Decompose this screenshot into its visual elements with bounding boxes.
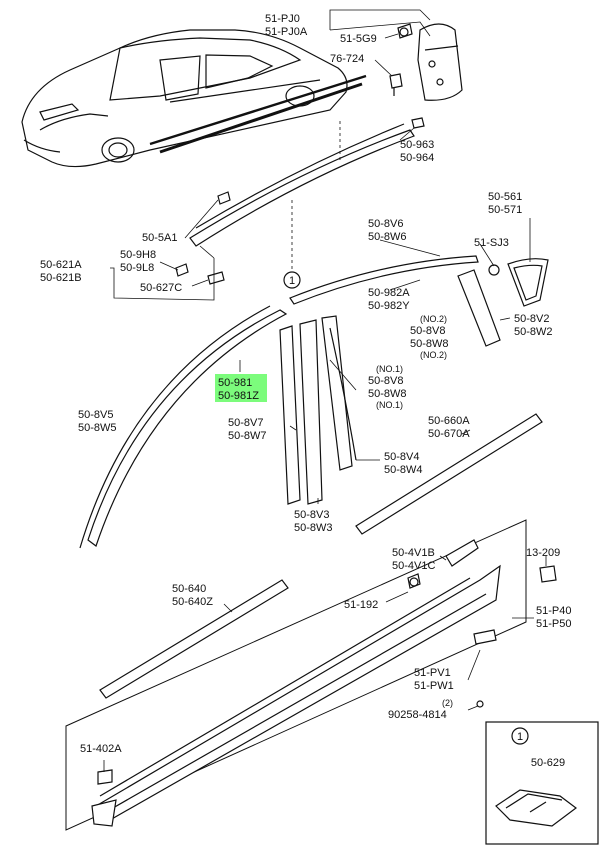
callout-label: (2) [442, 698, 453, 708]
callout-label: 50-8W3 [294, 522, 333, 534]
callout-label: 50-8V7 [228, 417, 263, 429]
ref-marker-label: 1 [289, 275, 295, 287]
callout-label: 50-8V8 [368, 375, 403, 387]
callout-label: (NO.1) [376, 400, 403, 410]
callout-label: 51-SJ3 [474, 237, 509, 249]
callout-label: 50-982A [368, 287, 410, 299]
callout-label: 51-PV1 [414, 667, 451, 679]
callout-label: 50-561 [488, 191, 522, 203]
callout-label: 50-8V2 [514, 313, 549, 325]
callout-label: 50-982Y [368, 300, 410, 312]
callout-label: 50-8W2 [514, 326, 553, 338]
callout-label: 50-8V3 [294, 509, 329, 521]
callout-label: 50-8W4 [384, 464, 423, 476]
highlight-box [215, 374, 267, 402]
callout-label: 51-PJ0 [265, 13, 300, 25]
callout-label: 51-5G9 [340, 33, 377, 45]
callout-label-highlighted: 50-981Z [218, 390, 259, 402]
callout-label: 13-209 [526, 547, 560, 559]
callout-label: 76-724 [330, 53, 364, 65]
callout-label: 50-621A [40, 259, 82, 271]
callout-label: 51-PW1 [414, 680, 454, 692]
callout-label: 50-640 [172, 583, 206, 595]
callout-label: 50-4V1C [392, 560, 435, 572]
roof-molding [110, 117, 425, 301]
car-illustration [21, 29, 367, 168]
callout-label: 50-571 [488, 204, 522, 216]
callout-label: 90258-4814 [388, 709, 447, 721]
inset-part-label: 50-629 [531, 757, 565, 769]
mudflap-assembly [329, 9, 463, 101]
callout-label: 50-621B [40, 272, 82, 284]
side-sill-assembly [65, 519, 557, 831]
ref-marker-1: 1 [283, 271, 301, 289]
callout-label: 50-5A1 [142, 232, 177, 244]
callout-label: 51-402A [80, 743, 122, 755]
callout-label: 50-963 [400, 139, 434, 151]
callout-label: (NO.2) [420, 314, 447, 324]
callout-label: 50-9H8 [120, 249, 156, 261]
callout-labels: 51-PJ0 51-PJ0A 51-5G9 76-724 50-963 50-9… [40, 13, 571, 755]
callout-label: 51-PJ0A [265, 26, 308, 38]
callout-label: 50-640Z [172, 596, 213, 608]
callout-label: 51-P50 [536, 618, 571, 630]
callout-label: 50-8W6 [368, 231, 407, 243]
callout-label: 50-670A [428, 428, 470, 440]
callout-label: 50-8W5 [78, 422, 117, 434]
callout-label: 50-8W8 [410, 338, 449, 350]
callout-label: 50-8V5 [78, 409, 113, 421]
callout-label: 50-9L8 [120, 262, 154, 274]
inset-box [485, 721, 599, 845]
callout-label: 50-627C [140, 282, 182, 294]
callout-label: 50-8V8 [410, 325, 445, 337]
door-moldings [79, 218, 549, 699]
callout-label: 50-660A [428, 415, 470, 427]
inset-marker-label: 1 [517, 731, 523, 743]
callout-label: 50-964 [400, 152, 434, 164]
callout-label: 50-8V6 [368, 218, 403, 230]
callout-label: 51-P40 [536, 605, 571, 617]
callout-label: 50-8W8 [368, 388, 407, 400]
callout-label: (NO.2) [420, 350, 447, 360]
callout-label: 50-4V1B [392, 547, 435, 559]
callout-label: 50-8W7 [228, 430, 267, 442]
callout-label: (NO.1) [376, 364, 403, 374]
callout-label-highlighted: 50-981 [218, 377, 252, 389]
callout-label: 50-8V4 [384, 451, 419, 463]
callout-label: 51-192 [344, 599, 378, 611]
